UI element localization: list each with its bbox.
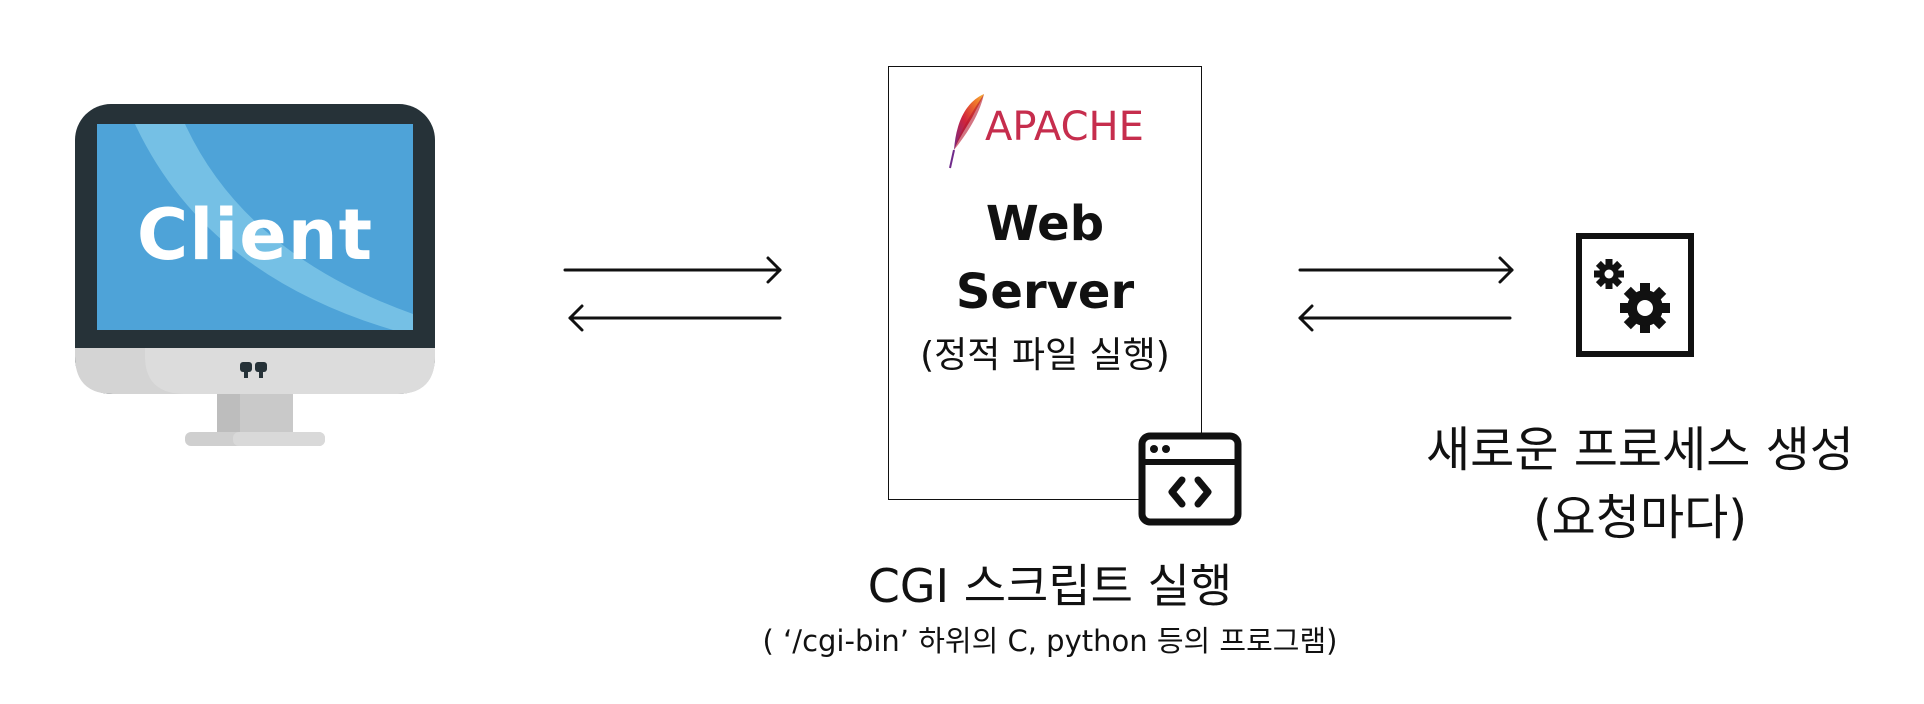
server-title-line1: Web — [985, 196, 1105, 252]
apache-feather-icon — [949, 94, 984, 169]
request-response-arrows-left — [563, 256, 782, 332]
client-label: Client — [136, 194, 374, 276]
cgi-title: CGI 스크립트 실행 — [867, 559, 1233, 613]
web-server-box — [888, 66, 1202, 500]
server-title-line2: Server — [955, 264, 1135, 320]
cgi-subtitle: ( ‘/cgi-bin’ 하위의 C, python 등의 프로그램) — [762, 624, 1338, 658]
process-title: 새로운 프로세스 생성 — [1426, 422, 1854, 478]
apache-logo-text: APACHE — [985, 104, 1144, 150]
process-subtitle: (요청마다) — [1532, 490, 1748, 546]
gears-icon — [1576, 233, 1694, 357]
server-subtitle: (정적 파일 실행) — [920, 335, 1170, 376]
code-window-icon — [1138, 432, 1242, 526]
desktop-monitor-icon — [75, 104, 435, 446]
server-title: Web Server — [888, 190, 1202, 326]
request-response-arrows-right — [1298, 256, 1514, 332]
